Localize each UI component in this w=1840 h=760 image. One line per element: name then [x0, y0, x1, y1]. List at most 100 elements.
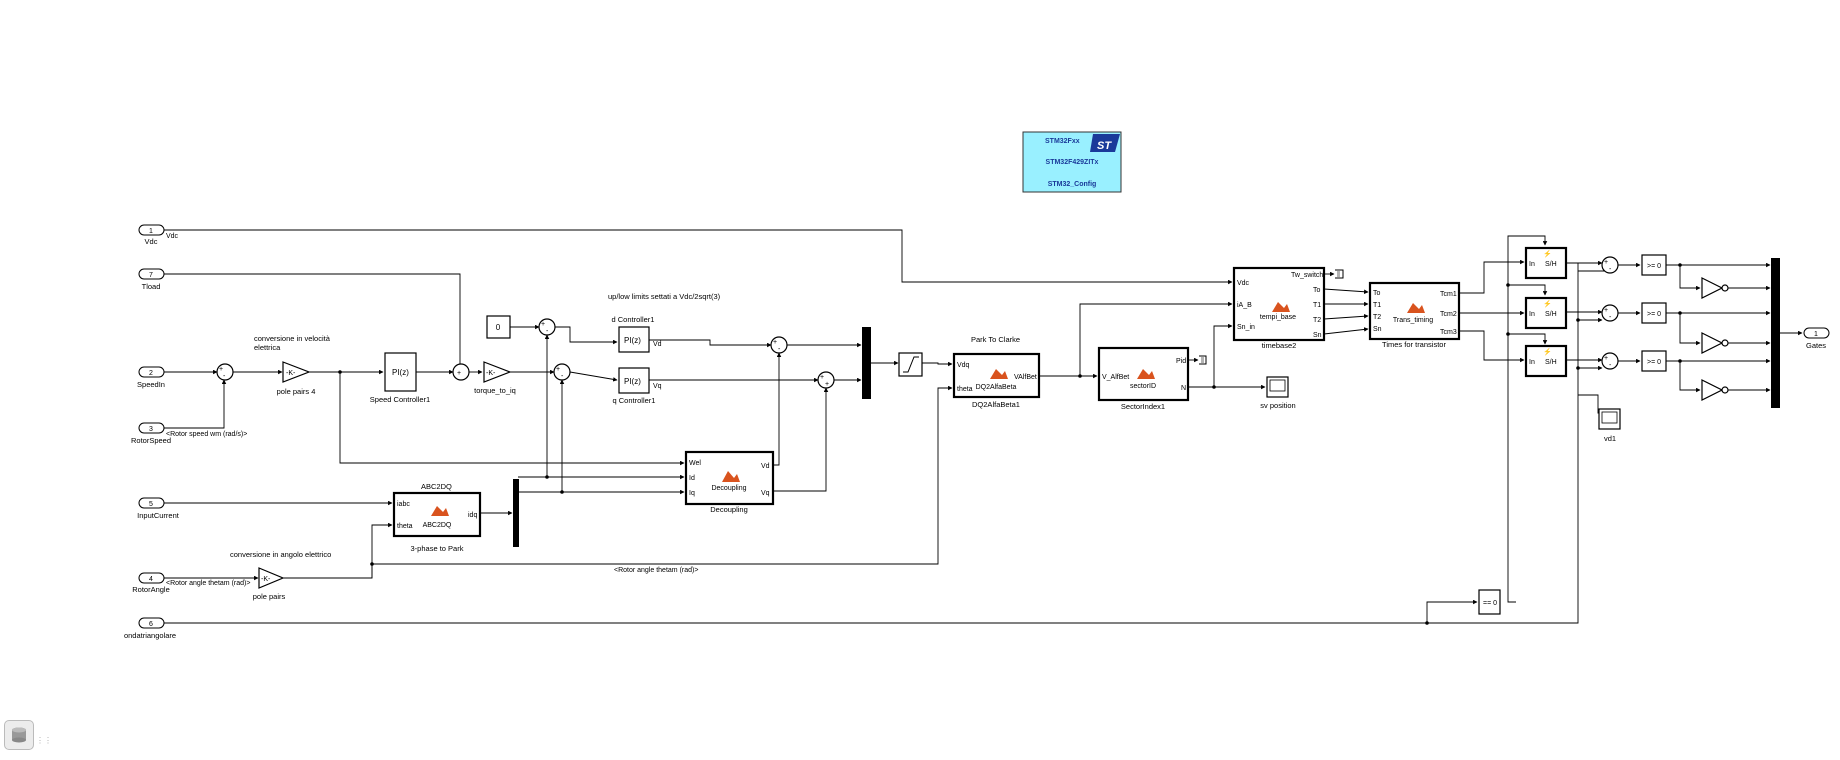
trans-timing-label: Times for transistor	[1382, 340, 1446, 349]
inport-tload[interactable]: 7 Tload	[138, 268, 165, 291]
matlab-function-icon	[431, 506, 449, 516]
compare-ge-zero-3[interactable]: >= 0	[1641, 350, 1667, 372]
gain-pole-pairs[interactable]: -K- pole pairs	[253, 567, 286, 601]
gain-pole-pairs-4-label: pole pairs 4	[277, 387, 316, 396]
sum-vq[interactable]: ++	[817, 371, 835, 389]
trigger-icon: ⚡	[1543, 249, 1552, 258]
svg-text:+: +	[820, 374, 824, 381]
gain-torque-to-iq[interactable]: -K- torque_to_iq	[474, 361, 516, 395]
svg-text:== 0: == 0	[1483, 600, 1497, 607]
annotation-park-to-clarke: Park To Clarke	[971, 335, 1020, 344]
inport-rotorspeed[interactable]: 3 RotorSpeed <Rotor speed wm (rad/s)>	[131, 422, 247, 445]
annotation-conv-angle: conversione in angolo elettrico	[230, 550, 331, 559]
svg-text:In: In	[1529, 311, 1535, 318]
inport-speedin-label: SpeedIn	[137, 380, 165, 389]
sample-hold-2[interactable]: In S/H ⚡	[1524, 296, 1568, 330]
mux-gates[interactable]	[1771, 258, 1780, 408]
resize-handle-icon[interactable]: ⋮⋮	[36, 736, 52, 745]
inport-speedin[interactable]: 2 SpeedIn	[137, 366, 165, 389]
saturation-block[interactable]	[898, 352, 923, 377]
svg-text:PI(z): PI(z)	[624, 377, 641, 386]
scope-vd1[interactable]: vd1	[1598, 408, 1621, 443]
q-controller-port-vq: Vq	[653, 383, 662, 390]
d-controller-block[interactable]: d Controller1 PI(z) Vd	[612, 315, 662, 353]
sum-speed-error[interactable]: +-	[216, 363, 234, 381]
matlab-function-icon	[1407, 303, 1425, 313]
svg-text:+: +	[219, 366, 223, 373]
q-controller-block[interactable]: PI(z) Vq q Controller1	[613, 367, 662, 405]
svg-text:>= 0: >= 0	[1647, 311, 1661, 318]
matlab-function-icon	[1137, 369, 1155, 379]
speed-controller-block[interactable]: PI(z) Speed Controller1	[370, 352, 430, 404]
compare-ge-zero-2[interactable]: >= 0	[1641, 302, 1667, 324]
svg-text:7: 7	[149, 272, 153, 279]
model-browser-toggle-button[interactable]	[4, 720, 34, 750]
svg-text:+: +	[773, 339, 777, 346]
rotor-speed-signal-label: <Rotor speed wm (rad/s)>	[166, 431, 247, 438]
svg-text:1: 1	[1814, 331, 1818, 338]
scope-sv-position[interactable]: sv position	[1260, 376, 1296, 410]
not-gate-3[interactable]	[1701, 379, 1729, 401]
svg-text:5: 5	[149, 501, 153, 508]
terminator-pid[interactable]	[1199, 355, 1207, 365]
trans-port-t2: T2	[1373, 314, 1381, 321]
scope-sv-position-label: sv position	[1260, 401, 1295, 410]
inport-vdc[interactable]: 1 Vdc Vdc	[138, 224, 179, 246]
dq2alfabeta-block[interactable]: Vdq theta VAlfBet DQ2AlfaBeta DQ2AlfaBet…	[952, 352, 1041, 409]
svg-text:+: +	[1604, 307, 1608, 314]
svg-text:S/H: S/H	[1545, 359, 1557, 366]
gain-pole-pairs-label: pole pairs	[253, 592, 286, 601]
sum-phase-1[interactable]: +-	[1601, 256, 1619, 274]
terminator-tw-switch[interactable]	[1335, 269, 1344, 279]
sector-index-block[interactable]: V_AlfBet Pid N sectorID SectorIndex1	[1097, 346, 1190, 411]
sample-hold-1[interactable]: In S/H ⚡	[1524, 246, 1568, 280]
not-gate-1[interactable]	[1701, 277, 1729, 299]
outport-gates[interactable]: 1 Gates	[1803, 327, 1830, 350]
inport-ondatriangolare[interactable]: 6 ondatriangolare	[124, 617, 176, 640]
sample-hold-3[interactable]: In S/H ⚡	[1524, 344, 1568, 378]
timebase-block[interactable]: Vdc iA_B Sn_in Tw_switch To T1 T2 Sn tem…	[1232, 266, 1326, 350]
svg-text:6: 6	[149, 621, 153, 628]
abc2dq-port-iabc: iabc	[397, 501, 410, 508]
speed-controller-label: Speed Controller1	[370, 395, 430, 404]
abc2dq-block[interactable]: iabc theta idq ABC2DQ 3-phase to Park	[392, 491, 482, 553]
compare-eq-zero[interactable]: == 0	[1478, 589, 1501, 615]
abc2dq-port-theta: theta	[397, 523, 413, 530]
sector-port-valfbet: V_AlfBet	[1102, 374, 1129, 381]
stm32-family-label: STM32Fxx	[1045, 138, 1080, 145]
svg-text:-: -	[1609, 362, 1612, 369]
matlab-function-icon	[1272, 302, 1290, 312]
constant-zero[interactable]: 0	[486, 315, 511, 339]
sum-phase-2[interactable]: +-	[1601, 304, 1619, 322]
svg-text:sectorID: sectorID	[1130, 383, 1156, 390]
mux-vdq[interactable]	[862, 327, 871, 399]
d-controller-label: d Controller1	[612, 315, 655, 324]
svg-text:+: +	[541, 321, 545, 328]
scope-vd1-label: vd1	[1604, 434, 1616, 443]
database-icon	[12, 727, 26, 743]
demux-idq[interactable]	[513, 479, 519, 547]
svg-text:+: +	[1604, 355, 1608, 362]
inport-rotorangle[interactable]: 4 RotorAngle <Rotor angle thetam (rad)>	[132, 572, 250, 594]
gain-pole-pairs-4[interactable]: -K- pole pairs 4	[277, 361, 316, 396]
trans-port-tcm1: Tcm1	[1440, 291, 1457, 298]
sum-vd[interactable]: +-	[770, 336, 788, 354]
sum-phase-3[interactable]: +-	[1601, 352, 1619, 370]
dq2alfabeta-port-theta: theta	[957, 386, 973, 393]
sum-torque[interactable]: +	[452, 363, 470, 381]
sum-q[interactable]: +-	[553, 363, 571, 381]
trans-timing-block[interactable]: To T1 T2 Sn Tcm1 Tcm2 Tcm3 Trans_timing …	[1368, 281, 1461, 349]
sum-d[interactable]: +-	[538, 318, 556, 336]
compare-ge-zero-1[interactable]: >= 0	[1641, 254, 1667, 276]
stm32-config-block[interactable]: STM32Fxx ST STM32F429ZITx STM32_Config	[1022, 131, 1122, 193]
matlab-function-icon	[990, 369, 1008, 379]
rotor-angle-signal-label: <Rotor angle thetam (rad)>	[166, 580, 250, 587]
annotation-conv-velocity: conversione in velocità	[254, 334, 331, 343]
decoupling-block[interactable]: Wel Id Iq Vd Vq Decoupling Decoupling	[684, 450, 775, 514]
not-gate-2[interactable]	[1701, 332, 1729, 354]
inport-inputcurrent[interactable]: 5 InputCurrent	[137, 497, 180, 520]
signal-lines	[164, 229, 1803, 625]
svg-text:Trans_timing: Trans_timing	[1393, 317, 1433, 324]
svg-text:ABC2DQ: ABC2DQ	[423, 522, 452, 529]
